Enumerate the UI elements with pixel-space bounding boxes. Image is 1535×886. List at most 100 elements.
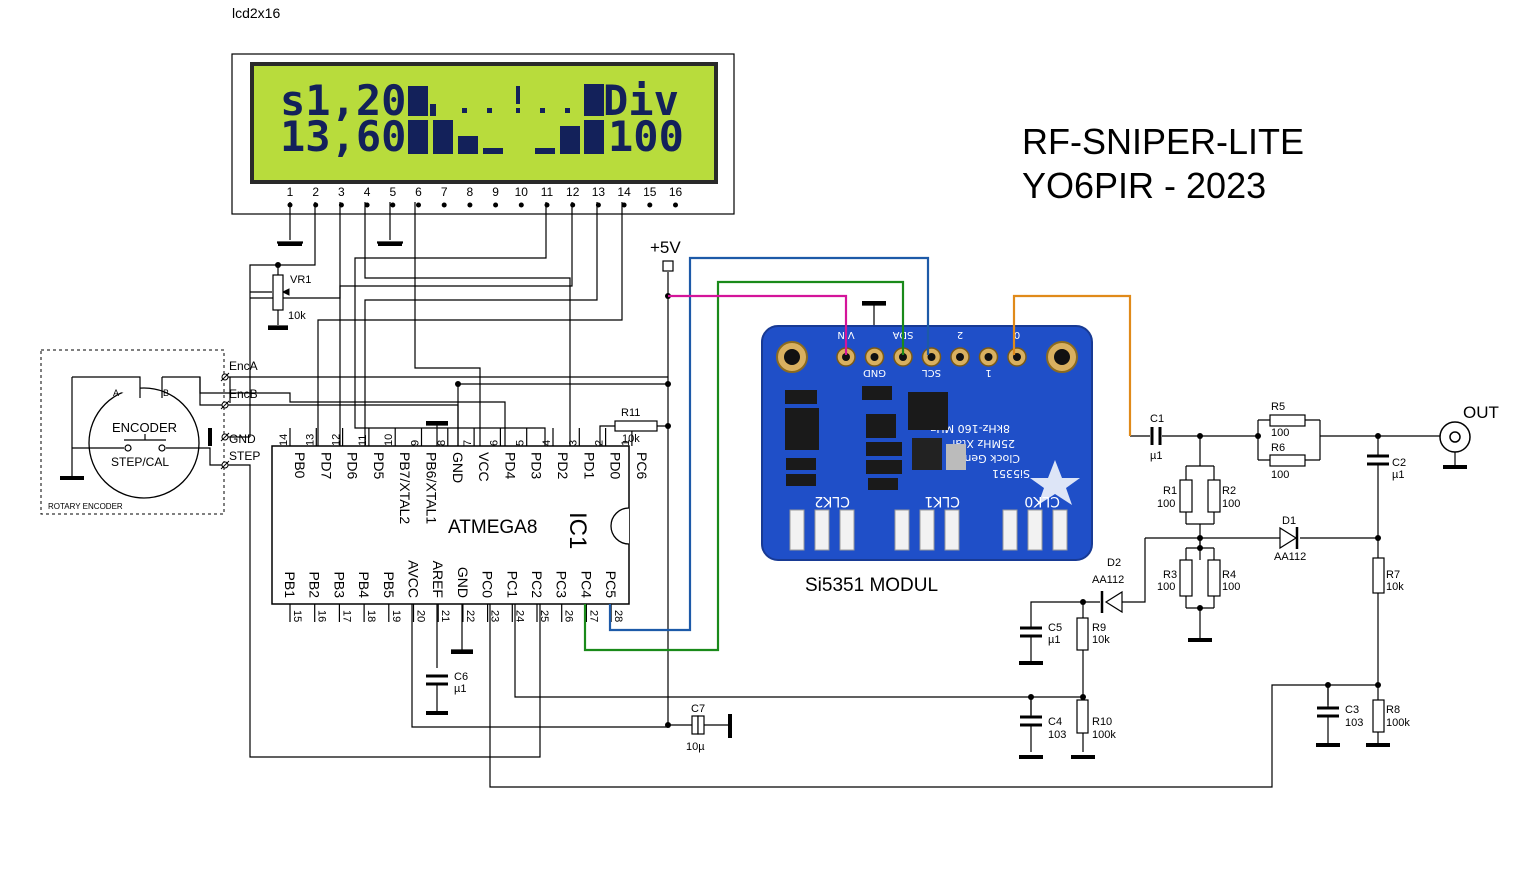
c1-val: µ1 xyxy=(1150,450,1162,462)
r4-resistor xyxy=(1207,559,1221,597)
r9-val: 10k xyxy=(1092,634,1110,646)
lcd-pin-label: 2 xyxy=(312,185,319,199)
ic-pin-number: 13 xyxy=(304,434,316,446)
r2-val: 100 xyxy=(1222,498,1240,510)
ic-pin-name: PC5 xyxy=(603,571,619,598)
ic-pin-name: PB5 xyxy=(381,572,397,599)
enc-a-label: EncA xyxy=(229,359,258,373)
r9-ref: R9 xyxy=(1092,622,1106,634)
c3-ref: C3 xyxy=(1345,704,1359,716)
lcd-row2-right: 100 xyxy=(608,112,684,161)
output-connector: OUT xyxy=(1439,403,1499,453)
r5-val: 100 xyxy=(1271,427,1289,439)
r10-val: 100k xyxy=(1092,729,1116,741)
ic-pin-name: PB6/XTAL1 xyxy=(424,452,440,524)
lcd-pin-dot xyxy=(673,202,678,208)
ic-pin-name: PB0 xyxy=(292,452,308,479)
title-line-2: YO6PIR - 2023 xyxy=(1022,165,1266,206)
module-text-clockgen: Clock Gen xyxy=(964,452,1020,465)
wires xyxy=(225,202,1467,788)
ic-pin-name: PD6 xyxy=(345,452,361,479)
module-pin-label: GND xyxy=(863,367,886,378)
r9-resistor xyxy=(1076,617,1089,651)
ic-pin-number: 21 xyxy=(439,610,451,622)
module-pin-label: 1 xyxy=(985,367,991,378)
atmega8-ic: ATMEGA8 IC1 14PB013PD712PD611PD510PB7/XT… xyxy=(271,428,650,622)
ic-pin-name: PB7/XTAL2 xyxy=(397,452,413,524)
r2-ref: R2 xyxy=(1222,485,1236,497)
ic-pin-number: 10 xyxy=(383,434,395,446)
c6-val: µ1 xyxy=(454,683,466,695)
encoder-pin-b: B xyxy=(163,388,169,398)
ic-pin-name: GND xyxy=(450,452,466,483)
ic-pin-number: 25 xyxy=(538,610,550,622)
rotary-encoder: ROTARY ENCODER ENCODER STEP/CAL A B EncA… xyxy=(40,349,260,515)
ic-pin-name: AVCC xyxy=(406,560,422,598)
ic-pin-number: 8 xyxy=(436,440,448,446)
encoder-box-label: ROTARY ENCODER xyxy=(48,502,123,511)
r8-resistor xyxy=(1372,699,1385,733)
ic-pin-name: PD4 xyxy=(502,452,518,479)
ic-pin-number: 3 xyxy=(567,440,579,446)
clk2-label: CLK2 xyxy=(814,493,850,509)
ic-pin-name: PC2 xyxy=(529,571,545,598)
module-text-range: 8kHz-160 MHz xyxy=(930,422,1010,435)
ic-pin-number: 12 xyxy=(331,434,343,446)
ic-pin-number: 28 xyxy=(612,610,624,622)
r2-resistor xyxy=(1207,479,1221,513)
r11-resistor xyxy=(614,420,658,432)
ic-pin-name: PC0 xyxy=(480,571,496,598)
lcd-pin-label: 10 xyxy=(515,185,529,199)
r4-val: 100 xyxy=(1222,581,1240,593)
ic-pin-number: 19 xyxy=(390,610,402,622)
ic-pin-number: 17 xyxy=(340,610,352,622)
lcd-pin-label: 1 xyxy=(287,185,294,199)
ic-pin-name: PC1 xyxy=(504,571,520,598)
vr1-resistor xyxy=(272,274,284,311)
ic-pin-name: PB3 xyxy=(331,572,347,599)
lcd-pin-label: 15 xyxy=(643,185,657,199)
ic-pin-name: PB1 xyxy=(282,572,298,599)
ic-pin-number: 6 xyxy=(488,440,500,446)
wire-sda xyxy=(583,280,905,652)
lcd-pin-dot xyxy=(313,202,319,208)
diodes xyxy=(1100,526,1299,614)
ic-pin-number: 7 xyxy=(462,440,474,446)
lcd-pin-label: 13 xyxy=(592,185,606,199)
lcd-screen xyxy=(254,66,714,180)
ic-pin-number: 15 xyxy=(291,610,303,622)
r11-ref: R11 xyxy=(621,407,640,419)
ic-pin-number: 27 xyxy=(587,610,599,622)
component-labels: VR1 10k R11 10k C1 µ1 R5 100 R6 100 C2 µ… xyxy=(288,274,1410,753)
junction-dots xyxy=(275,262,1381,728)
ground-symbols xyxy=(60,242,1467,759)
lcd-pin-label: 9 xyxy=(492,185,499,199)
clk1-label: CLK1 xyxy=(924,493,960,509)
module-pin-label: SCL xyxy=(922,367,941,378)
lcd-row1-right: Div xyxy=(603,76,679,125)
module-text-xtal: 25MHz Xtal xyxy=(952,437,1015,450)
c2-val: µ1 xyxy=(1392,469,1404,481)
module-text-chip: Si5351 xyxy=(992,467,1030,480)
lcd-pin-label: 4 xyxy=(364,185,371,199)
c7-val: 10µ xyxy=(686,741,705,753)
lcd-pin-dot xyxy=(364,202,370,208)
ic-pin-number: 22 xyxy=(464,610,476,622)
colored-wires xyxy=(583,256,1132,652)
r11-val: 10k xyxy=(622,433,640,445)
lcd-pin-label: 16 xyxy=(669,185,683,199)
ic-pin-number: 5 xyxy=(515,440,527,446)
ic-pin-number: 14 xyxy=(278,434,290,446)
lcd-pin-dot xyxy=(467,202,473,208)
supply-terminal xyxy=(662,260,674,272)
lcd-pin-label: 12 xyxy=(566,185,580,199)
lcd-pin-dot xyxy=(647,202,653,208)
d2-ref: D2 xyxy=(1107,557,1121,569)
ic-pin-number: 4 xyxy=(541,440,553,446)
output-label: OUT xyxy=(1463,403,1499,422)
ic-pin-number: 16 xyxy=(316,610,328,622)
ic-pin-number: 20 xyxy=(415,610,427,622)
c5-ref: C5 xyxy=(1048,622,1062,634)
